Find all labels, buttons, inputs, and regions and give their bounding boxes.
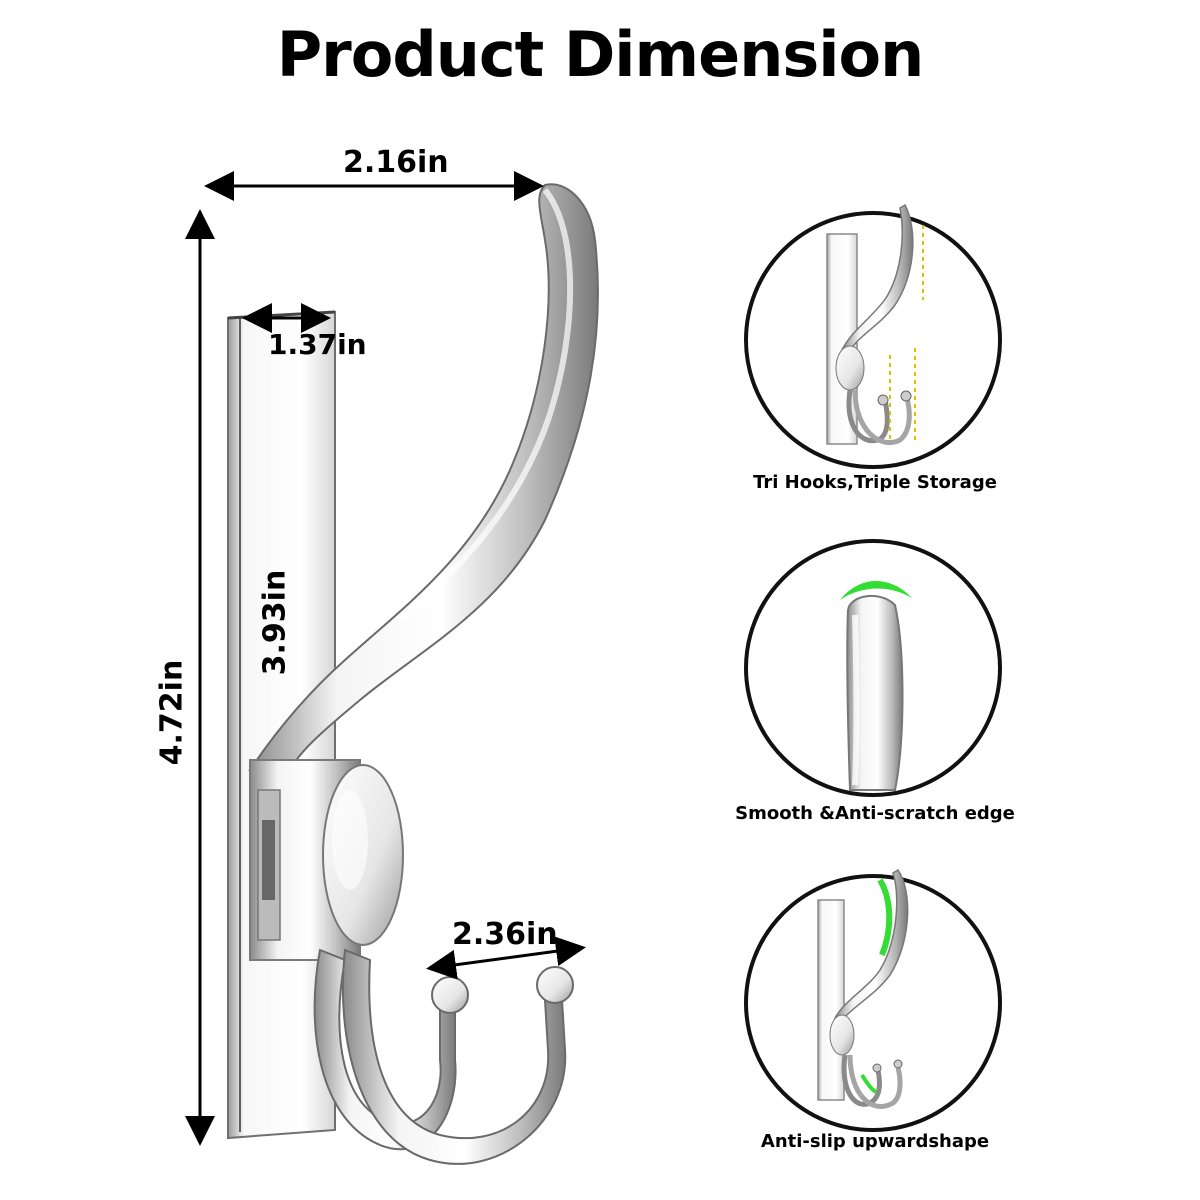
dim-plate-width: 1.37in — [268, 328, 367, 361]
dim-hook-spread: 2.36in — [452, 917, 558, 952]
feature-caption-tri-hooks: Tri Hooks,Triple Storage — [753, 472, 997, 493]
page-title: Product Dimension — [276, 18, 925, 91]
feature-caption-anti-slip: Anti-slip upwardshape — [760, 1131, 990, 1152]
dim-plate-height: 3.93in — [257, 569, 293, 676]
feature-detail-1 — [744, 203, 1002, 469]
hook-ball-right — [536, 966, 574, 1004]
dimension-lines — [185, 171, 586, 1146]
dim-top-width: 2.16in — [343, 145, 449, 180]
hook-product — [227, 183, 599, 1165]
lower-hook-left — [313, 948, 457, 1151]
lower-hook-right — [341, 948, 567, 1165]
hook-ball-left — [431, 976, 469, 1014]
feature-detail-3 — [744, 868, 1002, 1132]
feature-detail-2 — [744, 539, 1002, 797]
dim-total-height: 4.72in — [154, 659, 190, 766]
feature-caption-smooth-edge: Smooth &Anti-scratch edge — [735, 803, 1015, 824]
